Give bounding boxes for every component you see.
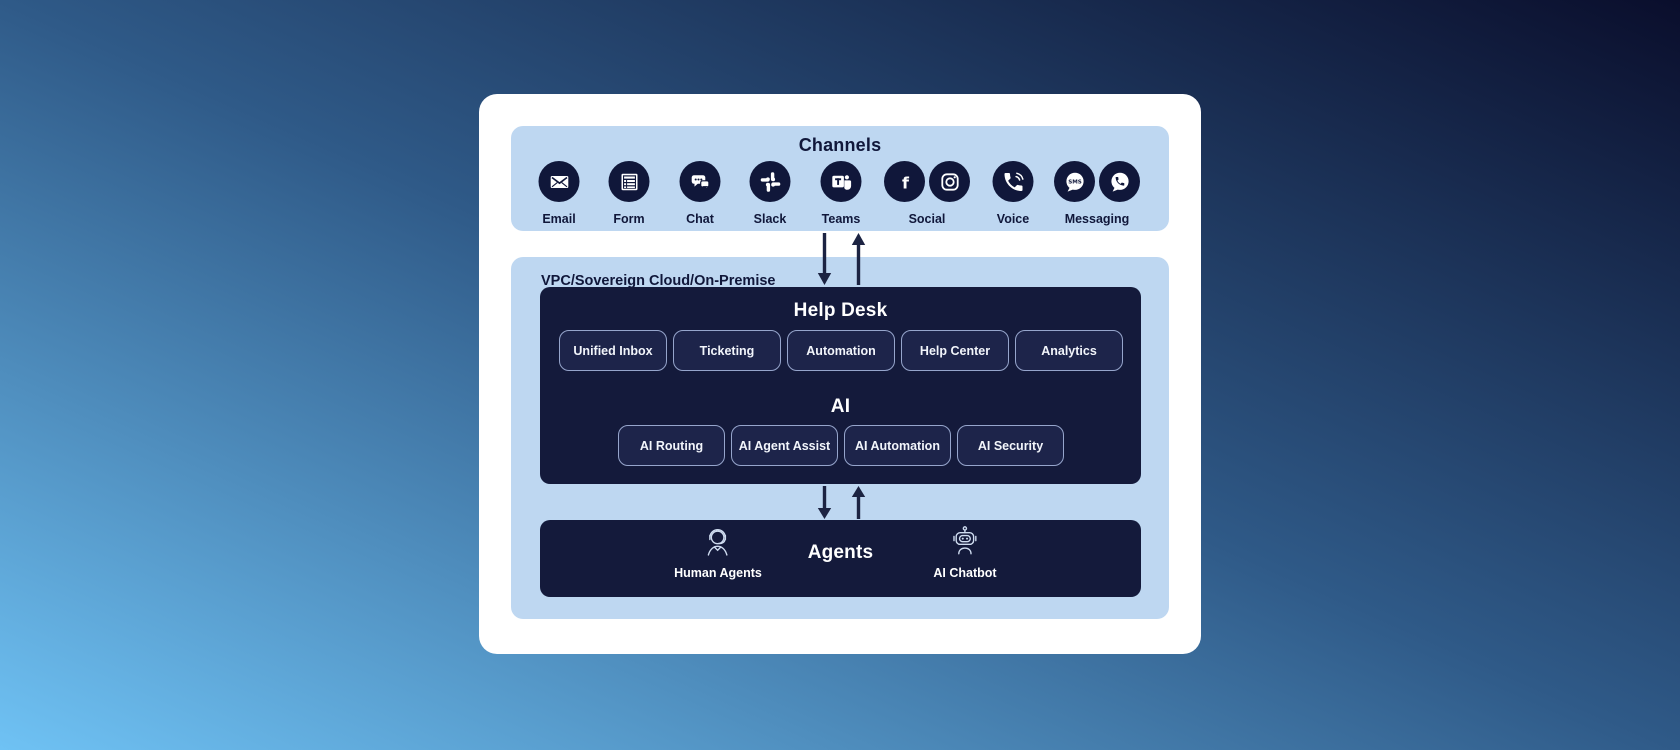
pill-help-center: Help Center: [901, 330, 1009, 371]
pill-ai-agent-assist: AI Agent Assist: [731, 425, 838, 466]
pill-automation: Automation: [787, 330, 895, 371]
chat-icon: [679, 161, 721, 202]
ai-chatbot-label: AI Chatbot: [933, 566, 997, 580]
svg-text:f: f: [902, 173, 910, 192]
arrow-up-helpdesk-to-channels: [851, 233, 866, 290]
ai-chatbot-group: AI Chatbot: [933, 524, 997, 580]
human-agents-group: Human Agents: [674, 524, 762, 580]
channels-panel: Channels Email: [511, 126, 1169, 231]
human-agents-label: Human Agents: [674, 566, 762, 580]
arrow-down-helpdesk-to-agents: [817, 486, 832, 524]
channel-label: Social: [908, 212, 946, 226]
channel-label: Email: [542, 212, 576, 226]
agents-title: Agents: [807, 542, 874, 563]
channel-label: Chat: [686, 212, 714, 226]
sms-badge-text: SMS: [1068, 179, 1082, 185]
channel-label: Voice: [996, 212, 1030, 226]
channel-teams: Teams: [820, 161, 862, 226]
channel-email: Email: [538, 161, 580, 226]
slack-icon: [749, 161, 791, 202]
pill-ai-automation: AI Automation: [844, 425, 951, 466]
channel-messaging: SMS Messaging: [1054, 161, 1140, 226]
pill-analytics: Analytics: [1015, 330, 1123, 371]
helpdesk-pill-row: Unified Inbox Ticketing Automation Help …: [559, 330, 1123, 371]
channel-label: Teams: [821, 212, 861, 226]
diagram-card: Channels Email: [479, 94, 1201, 654]
vpc-label: VPC/Sovereign Cloud/On-Premise: [541, 273, 776, 289]
sms-icon: SMS: [1054, 161, 1095, 202]
channel-voice: Voice: [992, 161, 1034, 226]
voice-icon: [992, 161, 1034, 202]
arrow-up-agents-to-helpdesk: [851, 486, 866, 524]
instagram-icon: [929, 161, 970, 202]
channel-social: f Social: [884, 161, 970, 226]
channel-chat: Chat: [679, 161, 721, 226]
whatsapp-icon: [1099, 161, 1140, 202]
channel-label: Slack: [753, 212, 787, 226]
channels-title: Channels: [798, 135, 882, 155]
form-icon: [608, 161, 650, 202]
pill-ai-security: AI Security: [957, 425, 1064, 466]
ai-title: AI: [830, 396, 851, 417]
pill-unified-inbox: Unified Inbox: [559, 330, 667, 371]
teams-icon: [820, 161, 862, 202]
ai-chatbot-icon: [953, 526, 977, 555]
pill-ai-routing: AI Routing: [618, 425, 725, 466]
helpdesk-box: Help Desk Unified Inbox Ticketing Automa…: [540, 287, 1141, 484]
email-icon: [538, 161, 580, 202]
ai-pill-row: AI Routing AI Agent Assist AI Automation…: [618, 425, 1064, 466]
agents-box: Agents Human Agents: [540, 520, 1141, 597]
channel-slack: Slack: [749, 161, 791, 226]
human-agents-icon: [708, 529, 728, 556]
channel-label: Messaging: [1064, 212, 1130, 226]
facebook-icon: f: [884, 161, 925, 202]
helpdesk-title: Help Desk: [793, 300, 888, 321]
channel-label: Form: [613, 212, 645, 226]
pill-ticketing: Ticketing: [673, 330, 781, 371]
channel-form: Form: [608, 161, 650, 226]
arrow-down-channels-to-helpdesk: [817, 233, 832, 290]
